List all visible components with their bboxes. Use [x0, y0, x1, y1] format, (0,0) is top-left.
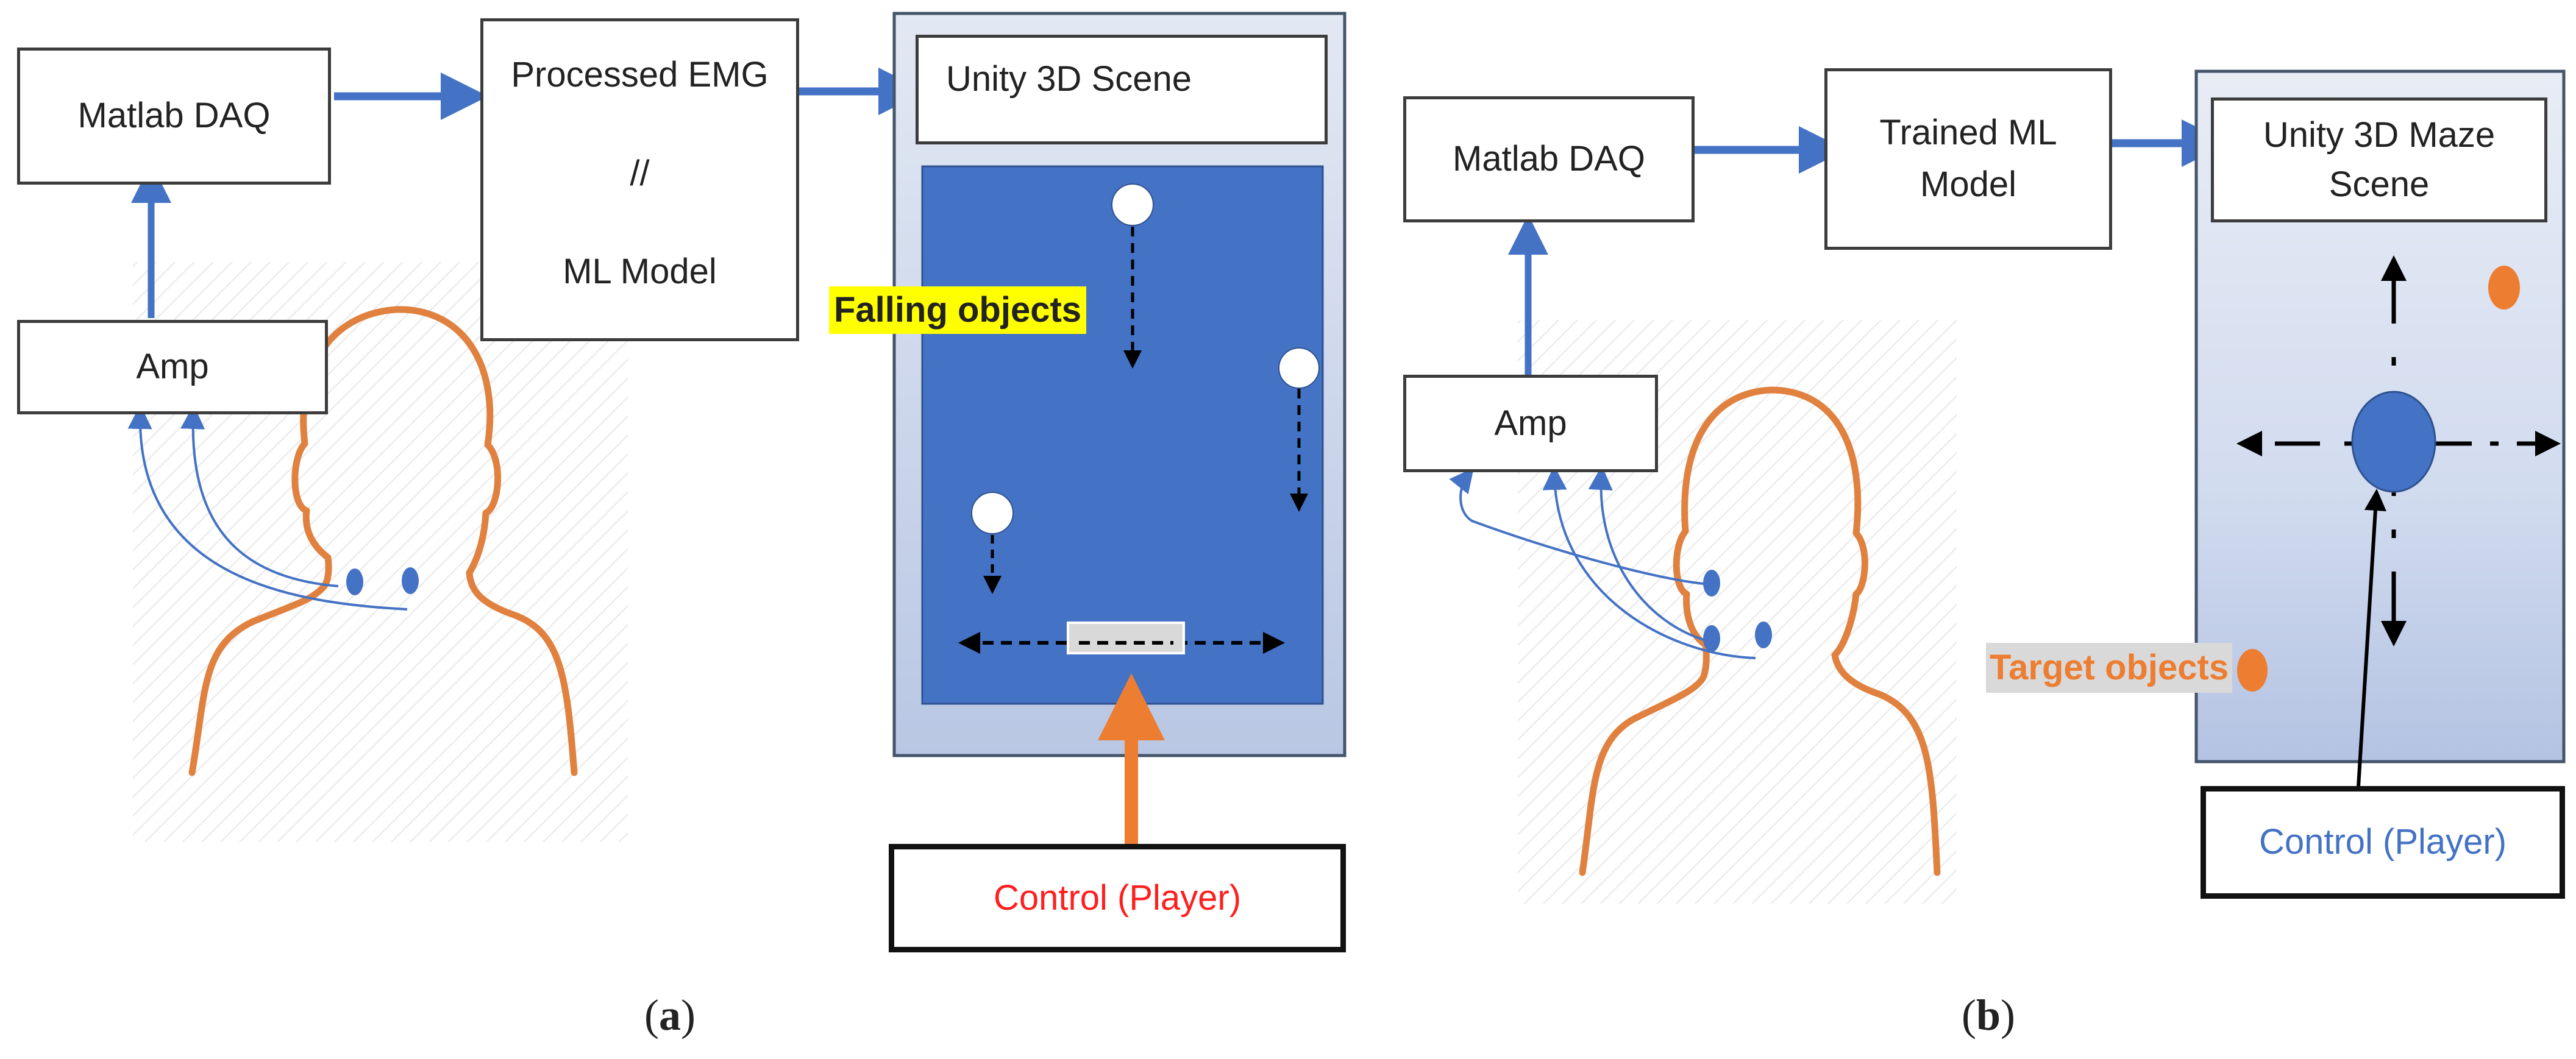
- wire: [1449, 467, 1704, 585]
- unity-maze-label-line2: Scene: [2329, 164, 2430, 204]
- unity-maze-box: Unity 3D Maze Scene: [2211, 97, 2547, 222]
- trained-ml-label-line1: Trained ML: [1879, 113, 2057, 153]
- amp-box-b: Amp: [1403, 375, 1658, 472]
- amp-box-a: Amp: [17, 320, 328, 414]
- falling-objects-label: Falling objects: [829, 286, 1087, 334]
- control-box-a: Control (Player): [889, 844, 1346, 952]
- player-paddle: [1067, 622, 1185, 654]
- caption-letter-b: b: [1976, 991, 2001, 1040]
- ml-model-label-a: ML Model: [563, 252, 717, 292]
- matlab-daq-box-b: Matlab DAQ: [1403, 96, 1695, 222]
- processed-emg-box: Processed EMG // ML Model: [480, 18, 799, 341]
- matlab-daq-label-a: Matlab DAQ: [77, 96, 271, 136]
- electrode: [402, 567, 419, 594]
- caption-letter-a: a: [658, 991, 681, 1040]
- trained-ml-box: Trained ML Model: [1824, 68, 2112, 250]
- electrode: [1703, 625, 1720, 652]
- matlab-daq-box-a: Matlab DAQ: [17, 48, 331, 185]
- control-label-a: Control (Player): [993, 877, 1242, 918]
- game-area-a: [921, 165, 1324, 705]
- wire: [1542, 466, 1756, 659]
- target-object: [2237, 649, 2268, 692]
- unity-maze-label-line1: Unity 3D Maze: [2263, 115, 2496, 155]
- target-object: [2488, 266, 2520, 310]
- wire: [127, 405, 408, 611]
- processed-emg-label: Processed EMG: [511, 55, 769, 94]
- electrode: [1755, 622, 1772, 648]
- unity-scene-label: Unity 3D Scene: [946, 59, 1192, 99]
- falling-object: [1278, 347, 1320, 389]
- falling-object: [971, 492, 1014, 534]
- control-box-b: Control (Player): [2201, 786, 2565, 899]
- head-outline-b: [1579, 386, 1941, 876]
- electrode: [346, 568, 363, 595]
- wire: [180, 405, 339, 587]
- wire: [1588, 466, 1704, 641]
- amp-label-a: Amp: [136, 347, 209, 387]
- separator-label: //: [630, 153, 650, 193]
- amp-label-b: Amp: [1494, 403, 1567, 443]
- electrode: [1703, 570, 1720, 597]
- trained-ml-label-line2: Model: [1920, 165, 2016, 204]
- target-objects-label: Target objects: [1986, 643, 2233, 693]
- caption-b: (b): [1962, 991, 2016, 1040]
- matlab-daq-label-b: Matlab DAQ: [1453, 139, 1645, 179]
- player-ball: [2351, 391, 2436, 493]
- unity-scene-box: Unity 3D Scene: [916, 35, 1328, 144]
- caption-a: (a): [644, 991, 696, 1040]
- falling-object: [1111, 183, 1154, 226]
- control-label-b: Control (Player): [2258, 822, 2507, 862]
